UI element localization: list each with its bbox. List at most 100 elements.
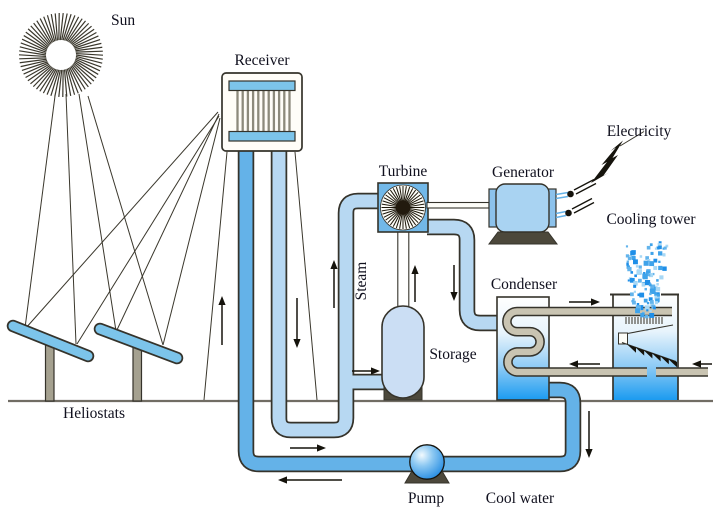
label-steam: Steam xyxy=(353,262,370,301)
label-turbine: Turbine xyxy=(379,163,428,180)
sun-spoke xyxy=(74,60,99,75)
spray-droplet xyxy=(649,292,652,296)
storage-vessel xyxy=(381,305,425,399)
heliostat-mirror xyxy=(95,324,182,363)
spray-droplet xyxy=(649,312,655,318)
turbine-blade xyxy=(405,212,414,227)
spray-droplet xyxy=(648,283,652,287)
flow-arrow-head xyxy=(330,260,338,269)
sun-spoke xyxy=(23,62,49,75)
turbine-blade xyxy=(383,197,398,206)
hot-pipe xyxy=(272,151,380,437)
spray-droplet xyxy=(658,251,663,256)
spray-droplet xyxy=(645,314,649,319)
sun-spoke xyxy=(36,67,54,90)
sun-spoke xyxy=(19,50,47,56)
spray-droplet xyxy=(644,287,647,291)
sun-rays xyxy=(24,93,164,346)
turbine-blade xyxy=(408,208,424,215)
sun-spoke xyxy=(19,58,47,64)
spray-droplet xyxy=(649,261,655,267)
spray-droplet xyxy=(662,253,666,257)
sun-spoke xyxy=(73,62,95,82)
spray-droplet xyxy=(658,245,662,250)
spray-droplet xyxy=(637,278,642,283)
sun-spoke xyxy=(27,64,51,82)
label-pump: Pump xyxy=(408,490,444,507)
turbine-blade xyxy=(389,212,400,226)
spray-droplet xyxy=(649,288,655,293)
spray-droplet xyxy=(639,255,643,258)
spray-droplet xyxy=(656,246,660,250)
spray-droplet xyxy=(653,258,658,263)
label-receiver: Receiver xyxy=(234,52,290,69)
spray-droplet xyxy=(633,290,637,293)
sun-spoke xyxy=(63,69,68,97)
storage-tank xyxy=(381,232,425,401)
baffle-tooth xyxy=(627,344,636,353)
turbine-blade xyxy=(387,191,400,204)
baffle-tooth xyxy=(643,350,653,359)
label-condenser: Condenser xyxy=(491,276,558,293)
spray-droplet xyxy=(629,277,635,283)
spray-droplet xyxy=(650,285,653,289)
receiver xyxy=(221,72,303,152)
sun-icon xyxy=(18,12,104,98)
spray-droplet xyxy=(665,244,669,248)
spray-droplet xyxy=(636,270,642,275)
sun-spoke xyxy=(70,66,86,90)
electricity-leader-line xyxy=(619,131,645,147)
spray-droplet xyxy=(663,246,667,250)
spray-droplet xyxy=(648,297,653,302)
label-sun: Sun xyxy=(111,12,135,29)
turbine-blade xyxy=(408,203,425,208)
spray-droplet xyxy=(662,247,665,250)
sun-spoke xyxy=(73,61,97,79)
turbine-blade xyxy=(408,207,425,212)
spray-droplet xyxy=(633,281,638,286)
spray-droplet xyxy=(656,279,659,282)
power-leads xyxy=(555,178,597,219)
baffle-tooth xyxy=(668,358,677,368)
spray-droplet xyxy=(643,272,646,275)
turbine-hub xyxy=(395,200,411,215)
sun-spoke xyxy=(21,61,48,71)
turbine-blade xyxy=(408,197,423,206)
sun-spoke xyxy=(68,20,86,43)
spray-droplet xyxy=(646,302,650,305)
shaft xyxy=(426,201,490,209)
turbine-blades xyxy=(381,186,425,229)
sun-spoke xyxy=(58,69,63,98)
receiver-header-bottom xyxy=(228,130,296,142)
spray-droplet xyxy=(647,258,651,262)
tower-frame xyxy=(203,151,318,401)
turbine-blade xyxy=(382,208,398,215)
pump xyxy=(404,444,450,484)
spray-droplet xyxy=(640,313,645,318)
turbine-blade xyxy=(387,211,400,224)
sun-spoke xyxy=(69,22,90,44)
turbine-blade xyxy=(392,188,401,203)
turbine-blade xyxy=(408,200,424,207)
spray-droplet xyxy=(646,245,651,250)
spray-droplet xyxy=(654,247,658,250)
pump-body xyxy=(409,444,445,480)
spray-droplet xyxy=(650,302,655,307)
flow-arrow-head xyxy=(317,444,326,452)
cold-pipe xyxy=(239,151,580,471)
spray-droplet xyxy=(627,257,632,261)
generator xyxy=(488,183,558,245)
heliostat-post xyxy=(132,346,143,402)
sun-spoke xyxy=(65,16,80,42)
spray-droplet xyxy=(650,300,654,304)
turbine-blade xyxy=(406,211,419,224)
flow-arrow-head xyxy=(278,476,287,484)
label-generator: Generator xyxy=(492,164,555,181)
spray-droplet xyxy=(657,293,660,297)
label-heliostats: Heliostats xyxy=(63,405,125,422)
reflected-rays xyxy=(24,111,221,346)
spray-droplet xyxy=(649,243,653,247)
heliostats xyxy=(6,319,184,402)
turbine-blade xyxy=(406,189,417,203)
wire-terminal xyxy=(567,190,574,198)
